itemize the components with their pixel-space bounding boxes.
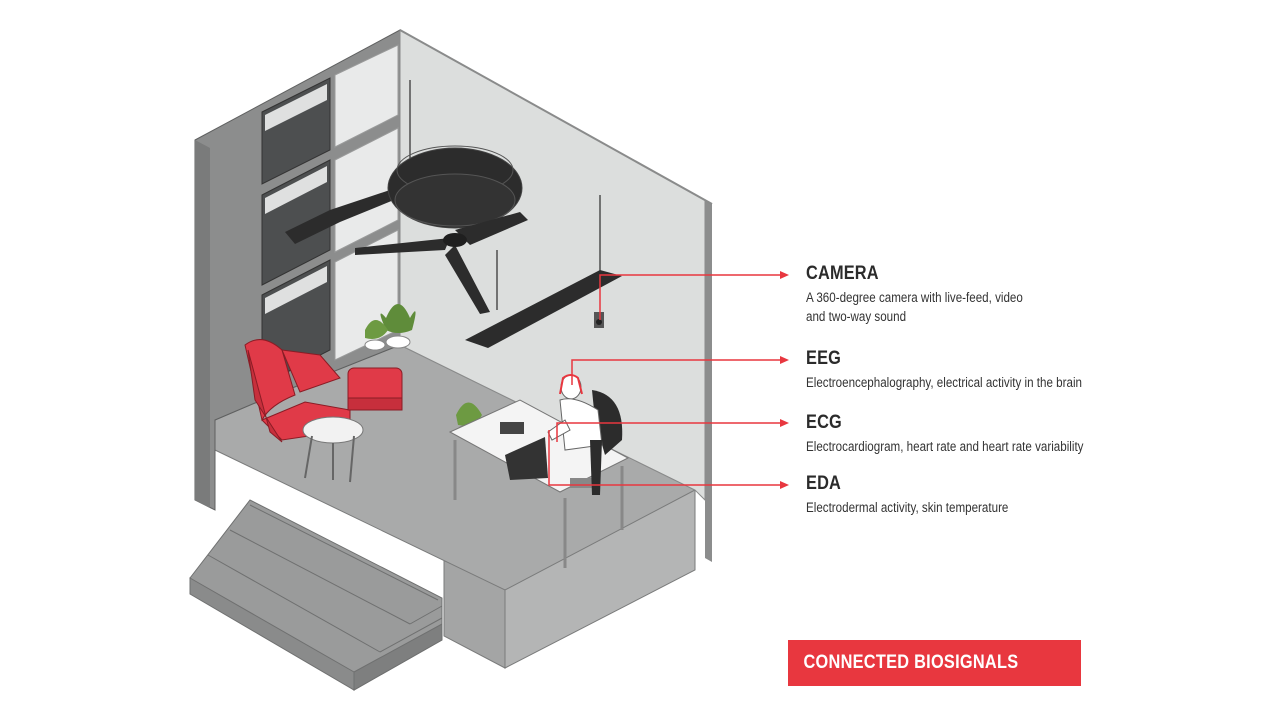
platform-base	[443, 487, 696, 669]
side-table	[302, 416, 364, 483]
red-armchair	[244, 339, 403, 443]
connected-biosignals-badge: CONNECTED BIOSIGNALS	[788, 640, 1081, 686]
ecg-label: ECG Electrocardiogram, heart rate and he…	[806, 412, 1129, 456]
ceiling-fan	[355, 145, 528, 314]
eda-title: EDA	[806, 473, 842, 494]
camera-label: CAMERA A 360-degree camera with live-fee…	[806, 263, 1058, 326]
camera-desc-line-1: A 360-degree camera with live-feed, vide…	[806, 290, 1023, 305]
badge-label: CONNECTED BIOSIGNALS	[803, 652, 1019, 673]
ecg-title: ECG	[806, 412, 842, 433]
camera-title: CAMERA	[806, 263, 879, 284]
eeg-label: EEG Electroencephalography, electrical a…	[806, 348, 1127, 392]
eda-desc: Electrodermal activity, skin temperature	[806, 500, 1009, 515]
eeg-title: EEG	[806, 348, 842, 369]
desk	[448, 399, 630, 568]
suspension-wires	[409, 80, 601, 310]
windows	[261, 44, 399, 386]
camera-device	[594, 312, 604, 328]
eda-label: EDA Electrodermal activity, skin tempera…	[806, 473, 1041, 517]
stairs	[189, 499, 443, 691]
left-wall	[194, 29, 401, 511]
light-bar-right	[465, 270, 622, 348]
callout-lines	[548, 271, 789, 489]
eeg-desc: Electroencephalography, electrical activ…	[806, 375, 1082, 390]
ecg-desc: Electrocardiogram, heart rate and heart …	[806, 439, 1084, 454]
camera-desc-line-2: and two-way sound	[806, 309, 907, 324]
